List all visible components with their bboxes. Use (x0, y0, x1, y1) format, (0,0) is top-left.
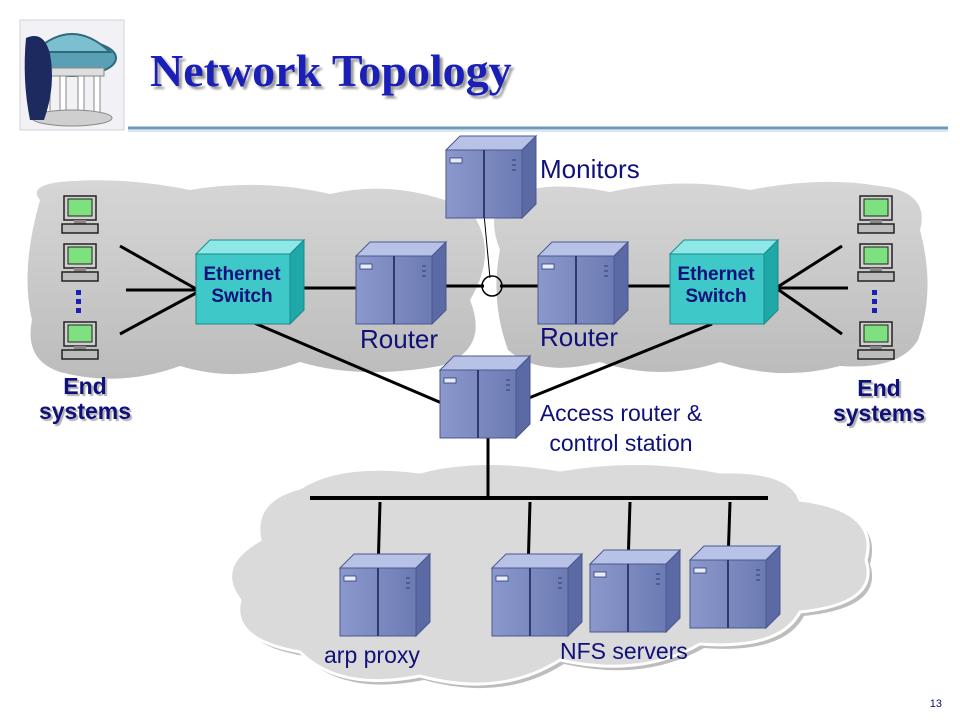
tap-point-icon (481, 275, 503, 297)
ethernet-switch-right-icon (668, 238, 780, 326)
computer-left-2-icon (61, 243, 99, 282)
monitors-label: Monitors (540, 154, 640, 184)
end-systems-left-label: End systems (38, 373, 132, 424)
end-systems-right-label: End systems (832, 375, 926, 426)
nfs-servers-label: NFS servers (560, 638, 688, 664)
computer-right-1-icon (857, 195, 895, 234)
access-router-label: Access router & control station (539, 400, 703, 456)
router-left-icon (354, 240, 448, 326)
computer-right-3-icon (857, 321, 895, 360)
computer-left-3-icon (61, 321, 99, 360)
nfs-server-3-icon (688, 544, 782, 630)
ellipsis-right-icon (872, 290, 877, 313)
arp-proxy-server-icon (338, 552, 432, 638)
ethernet-switch-left-icon (194, 238, 306, 326)
ellipsis-left-icon (76, 290, 81, 313)
nfs-server-2-icon (588, 548, 682, 634)
access-router-icon (438, 354, 532, 440)
switch-left-label: Ethernet Switch (203, 264, 281, 307)
router-right-label: Router (540, 322, 619, 352)
router-left-label: Router (360, 324, 439, 354)
page-number: 13 (929, 698, 942, 710)
arp-proxy-label: arp proxy (324, 642, 420, 668)
switch-right-label: Ethernet Switch (677, 264, 755, 307)
computer-left-1-icon (61, 195, 99, 234)
computer-right-2-icon (857, 243, 895, 282)
nfs-server-1-icon (490, 552, 584, 638)
router-right-icon (536, 240, 630, 326)
page-title: Network Topology (150, 45, 512, 96)
monitor-server-icon (444, 134, 538, 220)
old-well-icon (19, 19, 125, 131)
